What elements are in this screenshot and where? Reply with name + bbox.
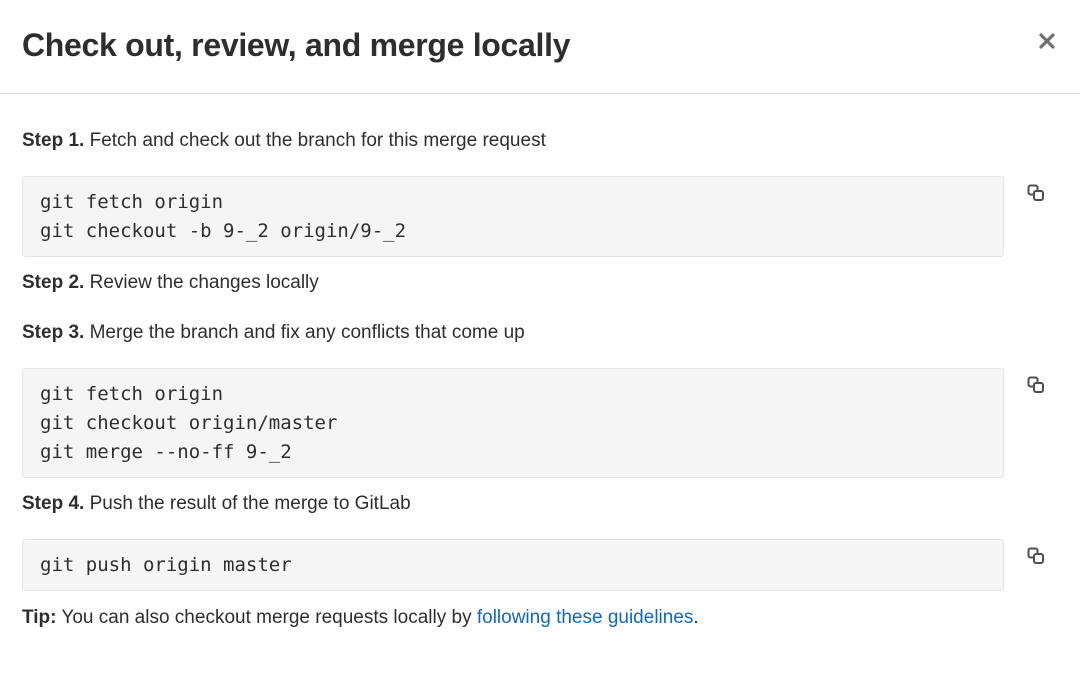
tip-label: Tip: (22, 607, 57, 628)
step-3-instruction: Step 3. Merge the branch and fix any con… (22, 322, 525, 344)
code-line: git merge --no-ff 9-_2 (40, 441, 292, 463)
code-line: git fetch origin (40, 383, 224, 405)
copy-icon (1027, 184, 1044, 201)
step-3-label: Step 3. (22, 322, 85, 343)
modal-header: Check out, review, and merge locally (0, 0, 1080, 94)
step-4-instruction: Step 4. Push the result of the merge to … (22, 493, 411, 515)
code-line: git checkout origin/master (40, 412, 338, 434)
step-1-instruction: Step 1. Fetch and check out the branch f… (22, 130, 546, 152)
step-2-text: Review the changes locally (89, 272, 319, 293)
copy-step-3-button[interactable] (1026, 375, 1046, 395)
code-line: git push origin master (40, 554, 292, 576)
modal-title: Check out, review, and merge locally (22, 27, 571, 63)
step-2-label: Step 2. (22, 272, 85, 293)
step-4-text: Push the result of the merge to GitLab (89, 493, 411, 514)
step-4-label: Step 4. (22, 493, 85, 514)
close-icon (1039, 33, 1055, 49)
tip-text: You can also checkout merge requests loc… (61, 607, 472, 628)
code-line: git fetch origin (40, 191, 224, 213)
step-1-text: Fetch and check out the branch for this … (89, 130, 546, 151)
step-1-code-block[interactable]: git fetch origin git checkout -b 9-_2 or… (22, 176, 1004, 257)
step-1-label: Step 1. (22, 130, 85, 151)
step-2-instruction: Step 2. Review the changes locally (22, 272, 319, 294)
copy-icon (1027, 376, 1044, 393)
close-button[interactable] (1034, 28, 1060, 54)
code-line: git checkout -b 9-_2 origin/9-_2 (40, 220, 407, 242)
copy-step-4-button[interactable] (1026, 546, 1046, 566)
copy-icon (1027, 547, 1044, 564)
step-3-code-block[interactable]: git fetch origin git checkout origin/mas… (22, 368, 1004, 478)
tip-suffix: . (693, 607, 699, 628)
tip: Tip: You can also checkout merge request… (22, 607, 699, 629)
copy-step-1-button[interactable] (1026, 183, 1046, 203)
step-4-code-block[interactable]: git push origin master (22, 539, 1004, 591)
guidelines-link[interactable]: following these guidelines (476, 607, 694, 628)
step-3-text: Merge the branch and fix any conflicts t… (89, 322, 525, 343)
